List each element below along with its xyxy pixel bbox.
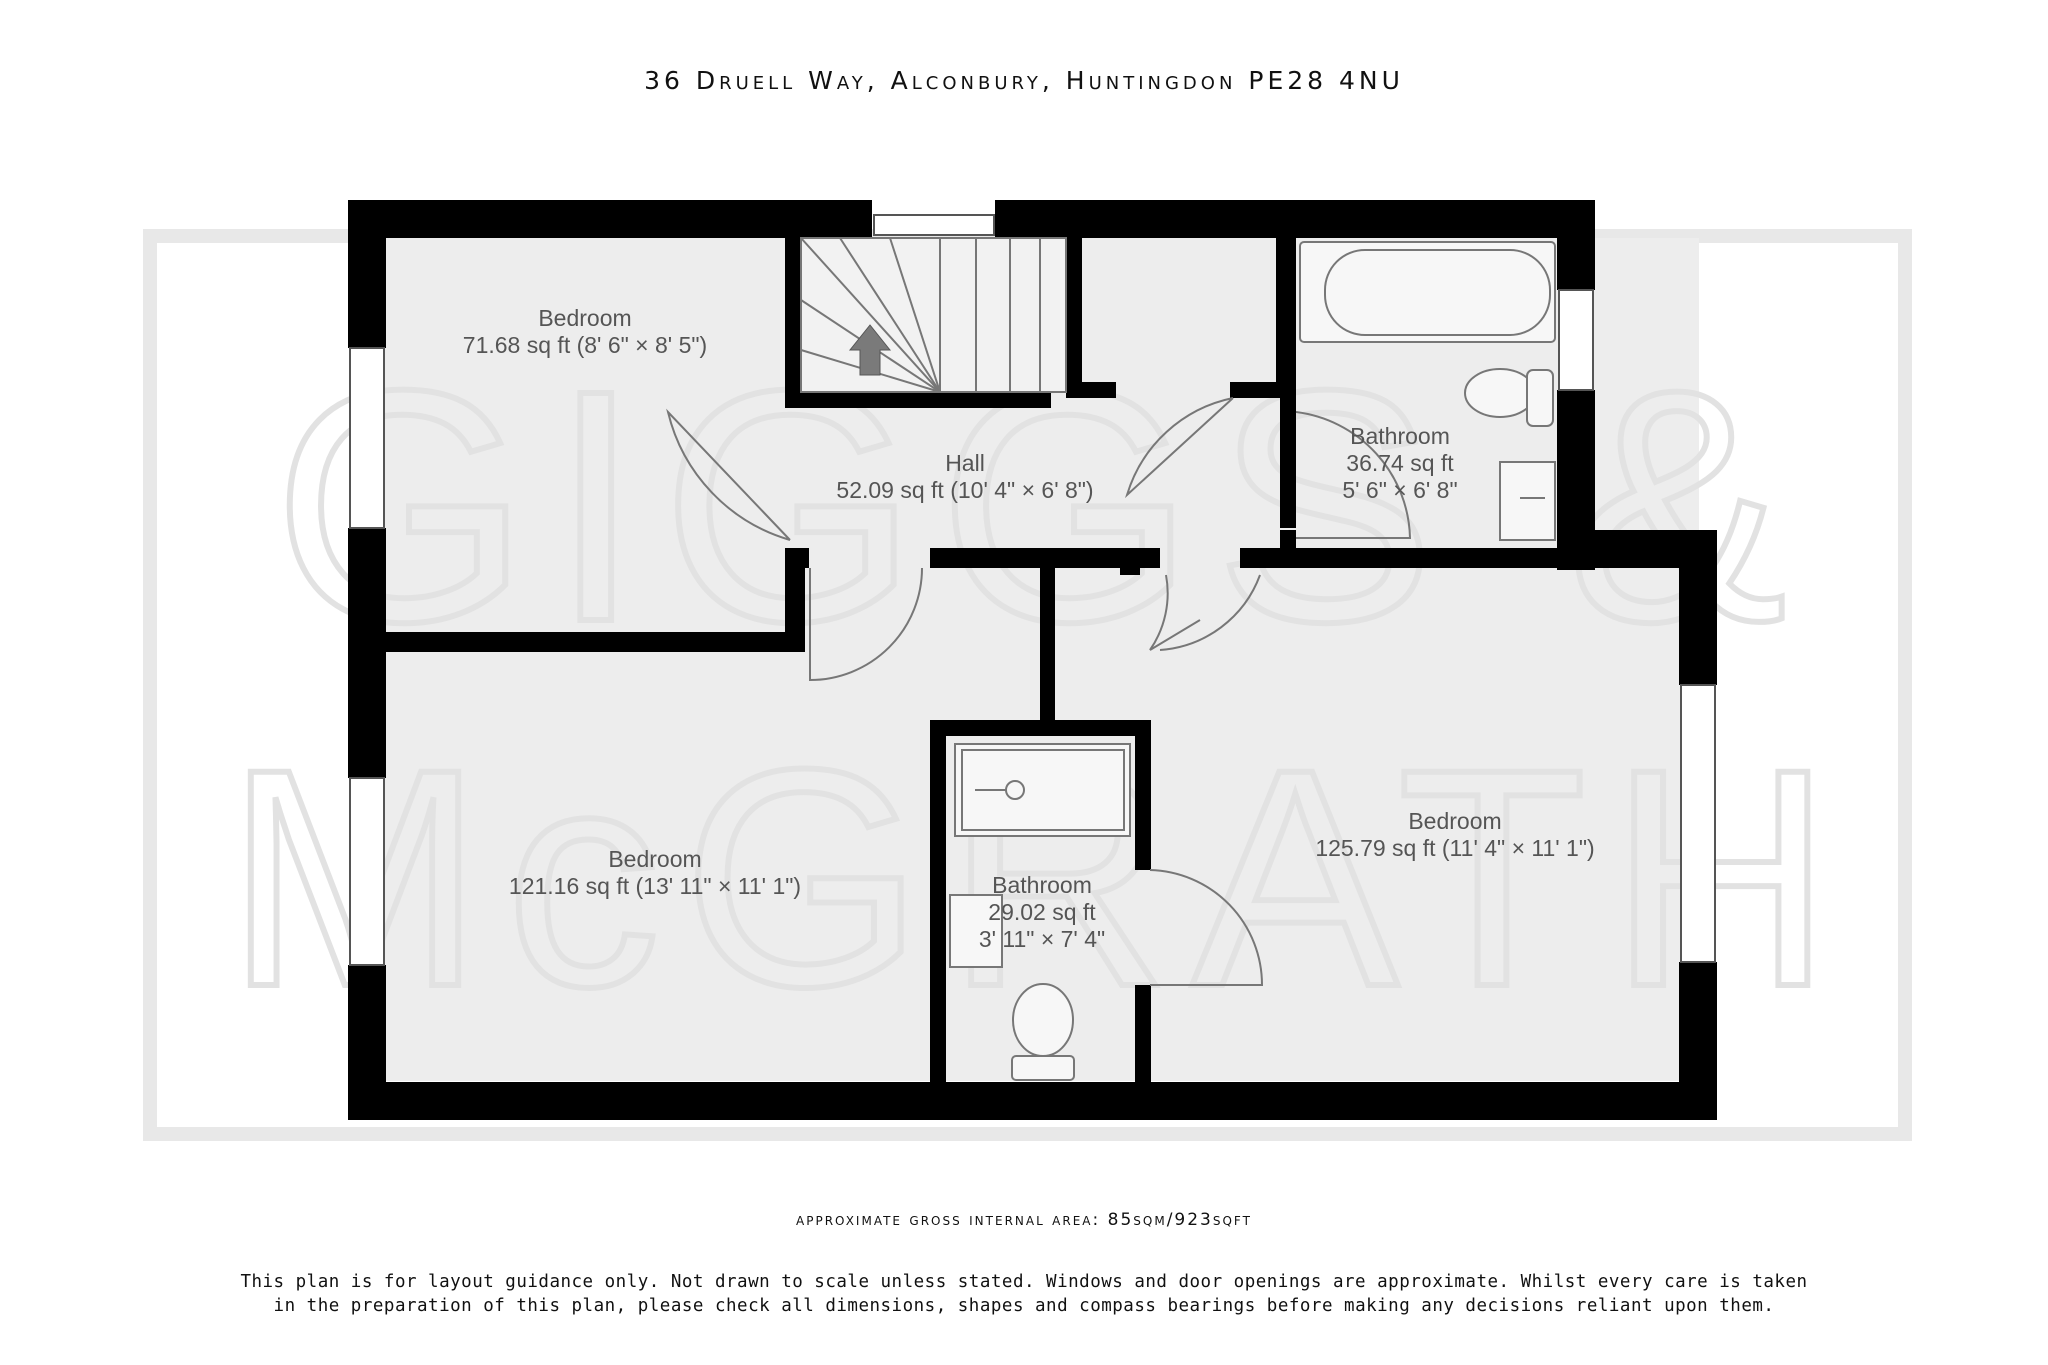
fixtures	[949, 241, 1556, 1081]
room-area-bathroom-2: 29.02 sq ft	[988, 899, 1096, 925]
shower-tray-icon	[954, 743, 1131, 837]
toilet-icon	[1464, 368, 1536, 418]
room-dims-bathroom-1: 5' 6" × 6' 8"	[1342, 477, 1457, 503]
room-name-bedroom-3: Bedroom	[1408, 808, 1501, 834]
room-name-bathroom-1: Bathroom	[1350, 423, 1450, 449]
doors	[666, 397, 1412, 986]
room-labels: Bedroom 71.68 sq ft (8' 6" × 8' 5") Hall…	[463, 305, 1595, 952]
disclaimer-line-1: This plan is for layout guidance only. N…	[240, 1272, 1808, 1292]
sink-icon	[949, 894, 1003, 968]
gross-internal-area: approximate gross internal area: 85sqm/9…	[796, 1210, 1252, 1230]
room-name-bathroom-2: Bathroom	[992, 872, 1092, 898]
room-area-hall: 52.09 sq ft (10' 4" × 6' 8")	[836, 477, 1093, 503]
room-area-bathroom-1: 36.74 sq ft	[1346, 450, 1454, 476]
room-area-bedroom-2: 121.16 sq ft (13' 11" × 11' 1")	[509, 873, 801, 899]
toilet-icon	[1012, 983, 1074, 1057]
windows	[349, 214, 1716, 966]
disclaimer: This plan is for layout guidance only. N…	[0, 1270, 2048, 1318]
walls	[348, 200, 1717, 1120]
room-name-bedroom-2: Bedroom	[608, 846, 701, 872]
staircase	[800, 237, 1067, 393]
room-dims-bathroom-2: 3' 11" × 7' 4"	[979, 926, 1105, 952]
room-name-bedroom-1: Bedroom	[538, 305, 631, 331]
disclaimer-line-2: in the preparation of this plan, please …	[273, 1296, 1775, 1316]
stair-arrow-icon	[848, 324, 892, 376]
sink-icon	[1499, 461, 1556, 541]
floor-area-east	[1270, 560, 1700, 1080]
room-area-bedroom-1: 71.68 sq ft (8' 6" × 8' 5")	[463, 332, 707, 358]
room-area-bedroom-3: 125.79 sq ft (11' 4" × 11' 1")	[1315, 835, 1594, 861]
room-name-hall: Hall	[945, 450, 985, 476]
page-title: 36 Druell Way, Alconbury, Huntingdon PE2…	[644, 66, 1404, 95]
